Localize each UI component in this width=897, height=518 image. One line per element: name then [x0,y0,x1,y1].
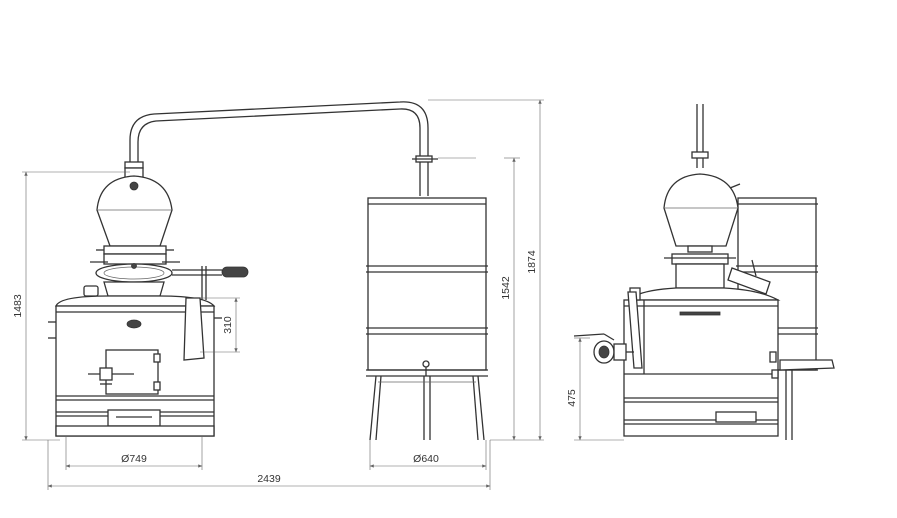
ash-drawer [107,409,161,427]
dim-boiler-height: 1483 [12,294,24,318]
emblem-icon [126,319,142,329]
dim-door-height: 310 [222,316,234,334]
thermometer-port-icon [129,181,139,191]
still-side-view [573,104,835,440]
dim-tank-height: 1542 [500,276,512,300]
tank-tap-icon [422,360,430,368]
dim-total-width: 2439 [257,473,281,485]
dim-overall-height: 1874 [526,250,538,274]
dim-boiler-diameter: Ø749 [121,453,147,465]
firebox-door [105,349,159,395]
lid-handle [221,266,249,278]
dimension-lines [22,99,624,490]
onion-helmet [96,175,173,247]
cooling-tank [367,197,487,371]
cooling-tank-front-view [366,197,488,441]
dim-tank-diameter: Ø640 [413,453,439,465]
dim-outlet-height: 475 [566,389,578,407]
heat-shield [183,297,205,361]
pot-still-front-view [48,101,438,437]
